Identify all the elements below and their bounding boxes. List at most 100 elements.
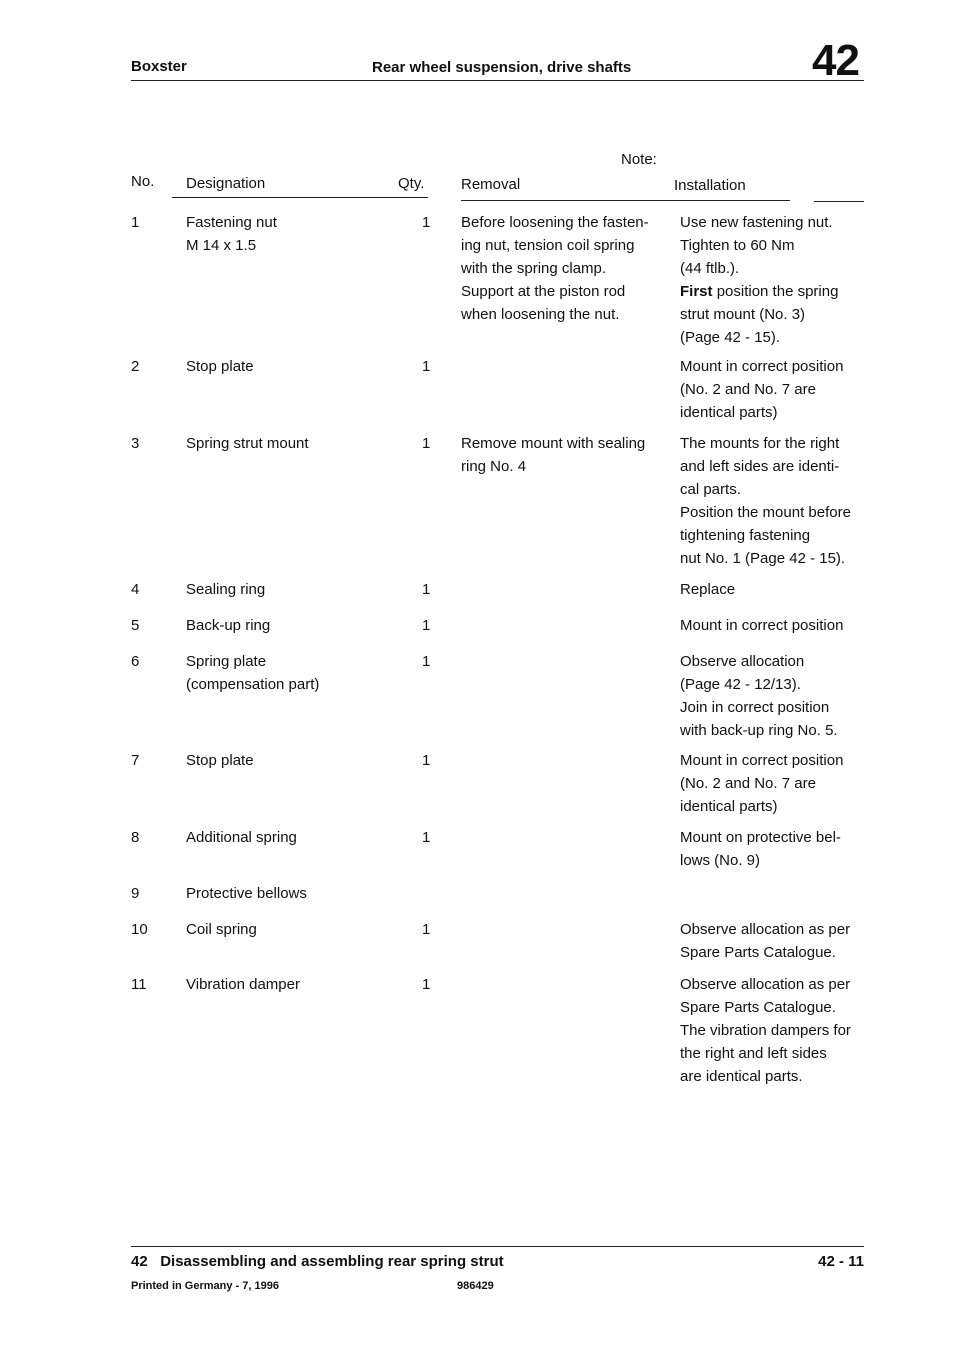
row-number: 9 — [131, 885, 140, 902]
row-installation-line: (Page 42 - 12/13). — [680, 676, 801, 693]
row-number: 8 — [131, 829, 140, 846]
row-number: 11 — [131, 976, 147, 993]
row-removal-line: with the spring clamp. — [461, 260, 607, 277]
row-removal: Before loosening the fasten-ing nut, ten… — [461, 211, 671, 326]
row-designation: Vibration damper — [186, 973, 386, 996]
footer-printed: Printed in Germany - 7, 1996 — [131, 1280, 279, 1292]
row-installation-line: cal parts. — [680, 481, 741, 498]
column-heading-removal: Removal — [461, 176, 521, 193]
row-installation-line: Position the mount before — [680, 504, 851, 521]
row-removal-line: Support at the piston rod — [461, 283, 626, 300]
row-installation-line: (No. 2 and No. 7 are — [680, 381, 816, 398]
row-designation-line: (compensation part) — [186, 676, 320, 693]
row-designation: Stop plate — [186, 355, 386, 378]
row-designation: Coil spring — [186, 918, 386, 941]
footer-page-number: 42 - 11 — [818, 1253, 864, 1270]
row-installation-line: Mount in correct position — [680, 752, 844, 769]
footer-section-title: 42 Disassembling and assembling rear spr… — [131, 1253, 504, 1270]
row-designation: Spring plate (compensation part) — [186, 650, 386, 696]
row-qty: 1 — [422, 358, 431, 375]
footer-title-text: Disassembling and assembling rear spring… — [160, 1253, 504, 1270]
row-installation: Mount in correct position(No. 2 and No. … — [680, 749, 880, 818]
row-installation: Mount in correct position(No. 2 and No. … — [680, 355, 880, 424]
row-designation: Additional spring — [186, 826, 386, 849]
heading-rule-note — [461, 200, 790, 201]
row-installation-line: Tighten to 60 Nm — [680, 237, 795, 254]
row-installation-line: Replace — [680, 581, 736, 598]
row-installation-line: with back-up ring No. 5. — [680, 722, 838, 739]
row-designation-line: Stop plate — [186, 358, 254, 375]
row-qty: 1 — [422, 581, 431, 598]
row-designation-line: Vibration damper — [186, 976, 300, 993]
row-removal-line: Remove mount with sealing — [461, 435, 646, 452]
row-designation: Stop plate — [186, 749, 386, 772]
heading-rule-designation — [172, 197, 428, 198]
note-heading: Note: — [621, 151, 657, 168]
header-rule — [131, 80, 864, 81]
column-heading-installation: Installation — [674, 177, 746, 194]
header-title: Rear wheel suspension, drive shafts — [372, 59, 632, 76]
row-number: 10 — [131, 921, 148, 938]
row-installation-line: the right and left sides — [680, 1045, 827, 1062]
row-designation-line: M 14 x 1.5 — [186, 237, 257, 254]
row-installation-line: are identical parts. — [680, 1068, 803, 1085]
row-installation-line: strut mount (No. 3) — [680, 306, 806, 323]
row-installation-line: Mount in correct position — [680, 617, 844, 634]
row-designation-line: Protective bellows — [186, 885, 307, 902]
row-designation-line: Sealing ring — [186, 581, 266, 598]
row-installation-line: Spare Parts Catalogue. — [680, 944, 836, 961]
heading-rule-end — [814, 201, 864, 202]
row-number: 6 — [131, 653, 140, 670]
footer-rule — [131, 1246, 864, 1247]
row-removal-line: when loosening the nut. — [461, 306, 620, 323]
row-installation-line: Observe allocation as per — [680, 976, 851, 993]
column-heading-qty: Qty. — [398, 175, 425, 192]
row-qty: 1 — [422, 617, 431, 634]
footer-group-number: 42 — [131, 1253, 148, 1270]
row-installation: Observe allocation(Page 42 - 12/13).Join… — [680, 650, 880, 742]
row-installation: Mount on protective bel-lows (No. 9) — [680, 826, 880, 872]
row-number: 3 — [131, 435, 140, 452]
row-installation-line: and left sides are identi- — [680, 458, 840, 475]
row-installation-line: (Page 42 - 15). — [680, 329, 781, 346]
row-qty: 1 — [422, 921, 431, 938]
row-installation-line: The vibration dampers for — [680, 1022, 851, 1039]
row-designation-line: Spring strut mount — [186, 435, 309, 452]
column-heading-designation: Designation — [186, 175, 266, 192]
row-removal-line: ing nut, tension coil spring — [461, 237, 635, 254]
header-model: Boxster — [131, 58, 187, 75]
row-designation: Protective bellows — [186, 882, 386, 905]
row-installation-line: Observe allocation — [680, 653, 805, 670]
row-removal-line: Before loosening the fasten- — [461, 214, 649, 231]
row-designation-line: Spring plate — [186, 653, 267, 670]
row-designation: Sealing ring — [186, 578, 386, 601]
row-qty: 1 — [422, 214, 431, 231]
row-installation-line: tightening fastening — [680, 527, 811, 544]
row-installation-line: nut No. 1 (Page 42 - 15). — [680, 550, 846, 567]
row-qty: 1 — [422, 653, 431, 670]
row-qty: 1 — [422, 752, 431, 769]
row-installation-line-text: position the spring — [716, 283, 839, 300]
column-heading-no: No. — [131, 173, 155, 190]
row-installation: Use new fastening nut.Tighten to 60 Nm(4… — [680, 211, 880, 349]
row-installation-line: Observe allocation as per — [680, 921, 851, 938]
row-qty: 1 — [422, 976, 431, 993]
row-installation-line: Spare Parts Catalogue. — [680, 999, 836, 1016]
row-installation-line: lows (No. 9) — [680, 852, 761, 869]
row-installation: Mount in correct position — [680, 614, 880, 637]
row-qty: 1 — [422, 435, 431, 452]
row-designation-line: Back-up ring — [186, 617, 271, 634]
row-designation-line: Stop plate — [186, 752, 254, 769]
row-installation: Replace — [680, 578, 880, 601]
header-group-number: 42 — [812, 36, 860, 85]
row-installation-line: identical parts) — [680, 404, 778, 421]
row-number: 7 — [131, 752, 140, 769]
row-number: 1 — [131, 214, 140, 231]
row-designation: Spring strut mount — [186, 432, 386, 455]
row-installation-line: Mount on protective bel- — [680, 829, 841, 846]
